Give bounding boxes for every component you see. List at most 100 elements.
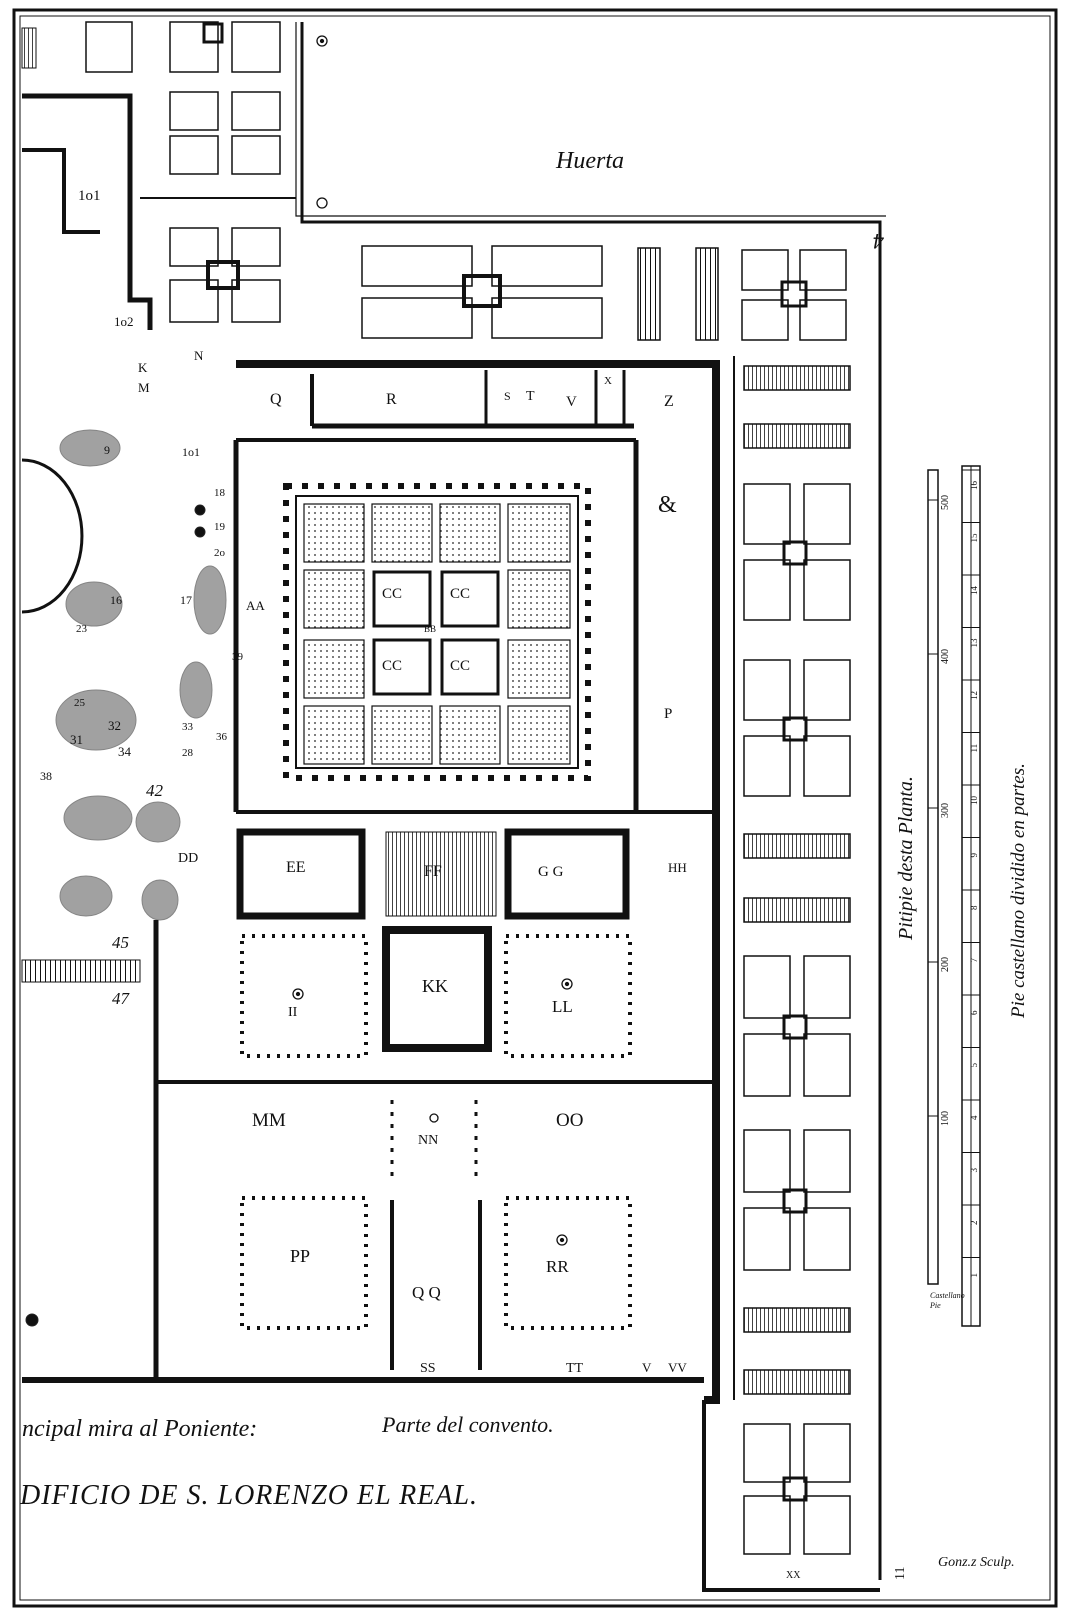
label-32: 32 (108, 718, 121, 733)
label-17: 17 (180, 593, 192, 607)
page-border (12, 8, 1058, 1608)
huerta-enclosure (295, 22, 886, 1580)
scale-bars (927, 465, 981, 1327)
label-XX: XX (786, 1570, 801, 1581)
scale-castile-caption: Pie castellano dividido en partes. (1008, 763, 1029, 1019)
scale-part-tick-label: 13 (969, 638, 979, 648)
label-T: T (526, 389, 535, 404)
label-45: 45 (112, 933, 129, 952)
label-CC-4: CC (450, 658, 470, 674)
east-garden-strip (702, 356, 880, 1592)
caption-convent: Parte del convento. (381, 1412, 554, 1437)
label-11: 11 (893, 1567, 908, 1580)
scale-part-tick-label: 7 (969, 958, 979, 963)
label-M: M (138, 380, 150, 395)
label-47: 47 (112, 989, 131, 1008)
label-33: 33 (182, 721, 194, 733)
upper-left-gardens (85, 21, 281, 323)
label-V: V (566, 394, 577, 410)
label-huerta: Huerta (555, 148, 624, 174)
label-K: K (138, 360, 148, 375)
label-101-b: 1o1 (182, 445, 200, 459)
scale-feet-tick-label: 200 (940, 957, 951, 972)
main-cloister (283, 483, 591, 781)
label-9: 9 (104, 443, 110, 457)
label-34: 34 (118, 744, 132, 759)
label-39: 39 (232, 651, 244, 663)
label-102: 1o2 (114, 314, 134, 329)
scale-part-tick-label: 3 (969, 1168, 979, 1173)
label-S: S (504, 389, 511, 403)
label-20: 2o (214, 547, 226, 559)
scale-part-tick-label: 14 (969, 586, 979, 596)
label-II: II (288, 1005, 298, 1020)
scale-part-tick-label: 11 (969, 744, 979, 753)
label-FF: FF (424, 863, 442, 880)
left-cloister-wall (21, 27, 296, 330)
label-36: 36 (216, 731, 228, 743)
huerta-parterres (361, 245, 847, 341)
scale-part-tick-label: 16 (969, 481, 979, 491)
scale-part-tick-label: 8 (969, 905, 979, 910)
label-Q: Q (270, 391, 282, 408)
scale-part-tick-label: 15 (969, 533, 979, 543)
label-N: N (194, 348, 204, 363)
well-markers (292, 35, 573, 1246)
captions: ncipal mira al Poniente: Parte del conve… (19, 763, 1029, 1570)
label-AA: AA (246, 598, 265, 613)
label-GG: G G (538, 864, 564, 880)
caption-west-facade: ncipal mira al Poniente: (22, 1416, 257, 1442)
engraver-signature: Gonz.z Sculp. (938, 1555, 1015, 1570)
label-VV: VV (668, 1360, 687, 1375)
scale-feet-tick-label: 400 (940, 649, 951, 664)
room-labels: Huerta 1o1 1o2 1o1 N K M Q R S T V X Z &… (40, 148, 908, 1581)
scale-tick-labels: 10020030040050012345678910111213141516Ca… (928, 469, 980, 1310)
label-PP: PP (290, 1246, 310, 1266)
scale-feet-tick-label: 500 (940, 495, 951, 510)
label-R: R (386, 391, 397, 408)
scale-part-tick-label: 9 (969, 853, 979, 858)
label-4: 4 (873, 229, 884, 254)
scale-part-tick-label: 12 (969, 691, 979, 700)
label-25: 25 (74, 697, 86, 709)
label-TT: TT (566, 1361, 584, 1376)
scale-part-tick-label: 2 (969, 1221, 979, 1226)
label-23: 23 (76, 623, 88, 635)
label-EE: EE (286, 859, 306, 876)
label-X: X (604, 375, 612, 387)
label-MM: MM (252, 1110, 286, 1131)
scale-feet-tick-label: 100 (940, 1111, 951, 1126)
label-HH: HH (668, 860, 687, 875)
label-CC-2: CC (450, 586, 470, 602)
label-CC-1: CC (382, 586, 402, 602)
caption-title: DIFICIO DE S. LORENZO EL REAL. (19, 1480, 478, 1511)
label-KK: KK (422, 976, 448, 996)
label-V-lower: V (642, 1360, 652, 1375)
label-38: 38 (40, 769, 52, 783)
label-42: 42 (146, 781, 164, 800)
label-31: 31 (70, 732, 83, 747)
label-BB: BB (424, 624, 436, 634)
label-28: 28 (182, 747, 194, 759)
label-P: P (664, 706, 672, 722)
label-19: 19 (214, 521, 226, 533)
scale-unit-b: Pie (929, 1301, 941, 1310)
scale-feet-caption: Pitipie desta Planta. (895, 776, 917, 941)
label-QQ: Q Q (412, 1283, 441, 1302)
west-plaza (21, 458, 156, 1383)
label-Z: Z (664, 393, 674, 410)
scale-feet-tick-label: 300 (940, 803, 951, 818)
label-ampersand: & (658, 492, 677, 518)
label-16: 16 (110, 593, 122, 607)
label-LL: LL (552, 997, 573, 1016)
label-18: 18 (214, 487, 226, 499)
label-SS: SS (420, 1361, 436, 1376)
convent-outer-walls (153, 360, 720, 1404)
label-RR: RR (546, 1257, 569, 1276)
scale-part-tick-label: 10 (969, 796, 979, 806)
scale-unit-a: Castellano (930, 1291, 965, 1300)
scale-part-tick-label: 5 (969, 1063, 979, 1068)
scale-part-tick-label: 6 (969, 1010, 979, 1015)
label-101-a: 1o1 (78, 188, 101, 204)
